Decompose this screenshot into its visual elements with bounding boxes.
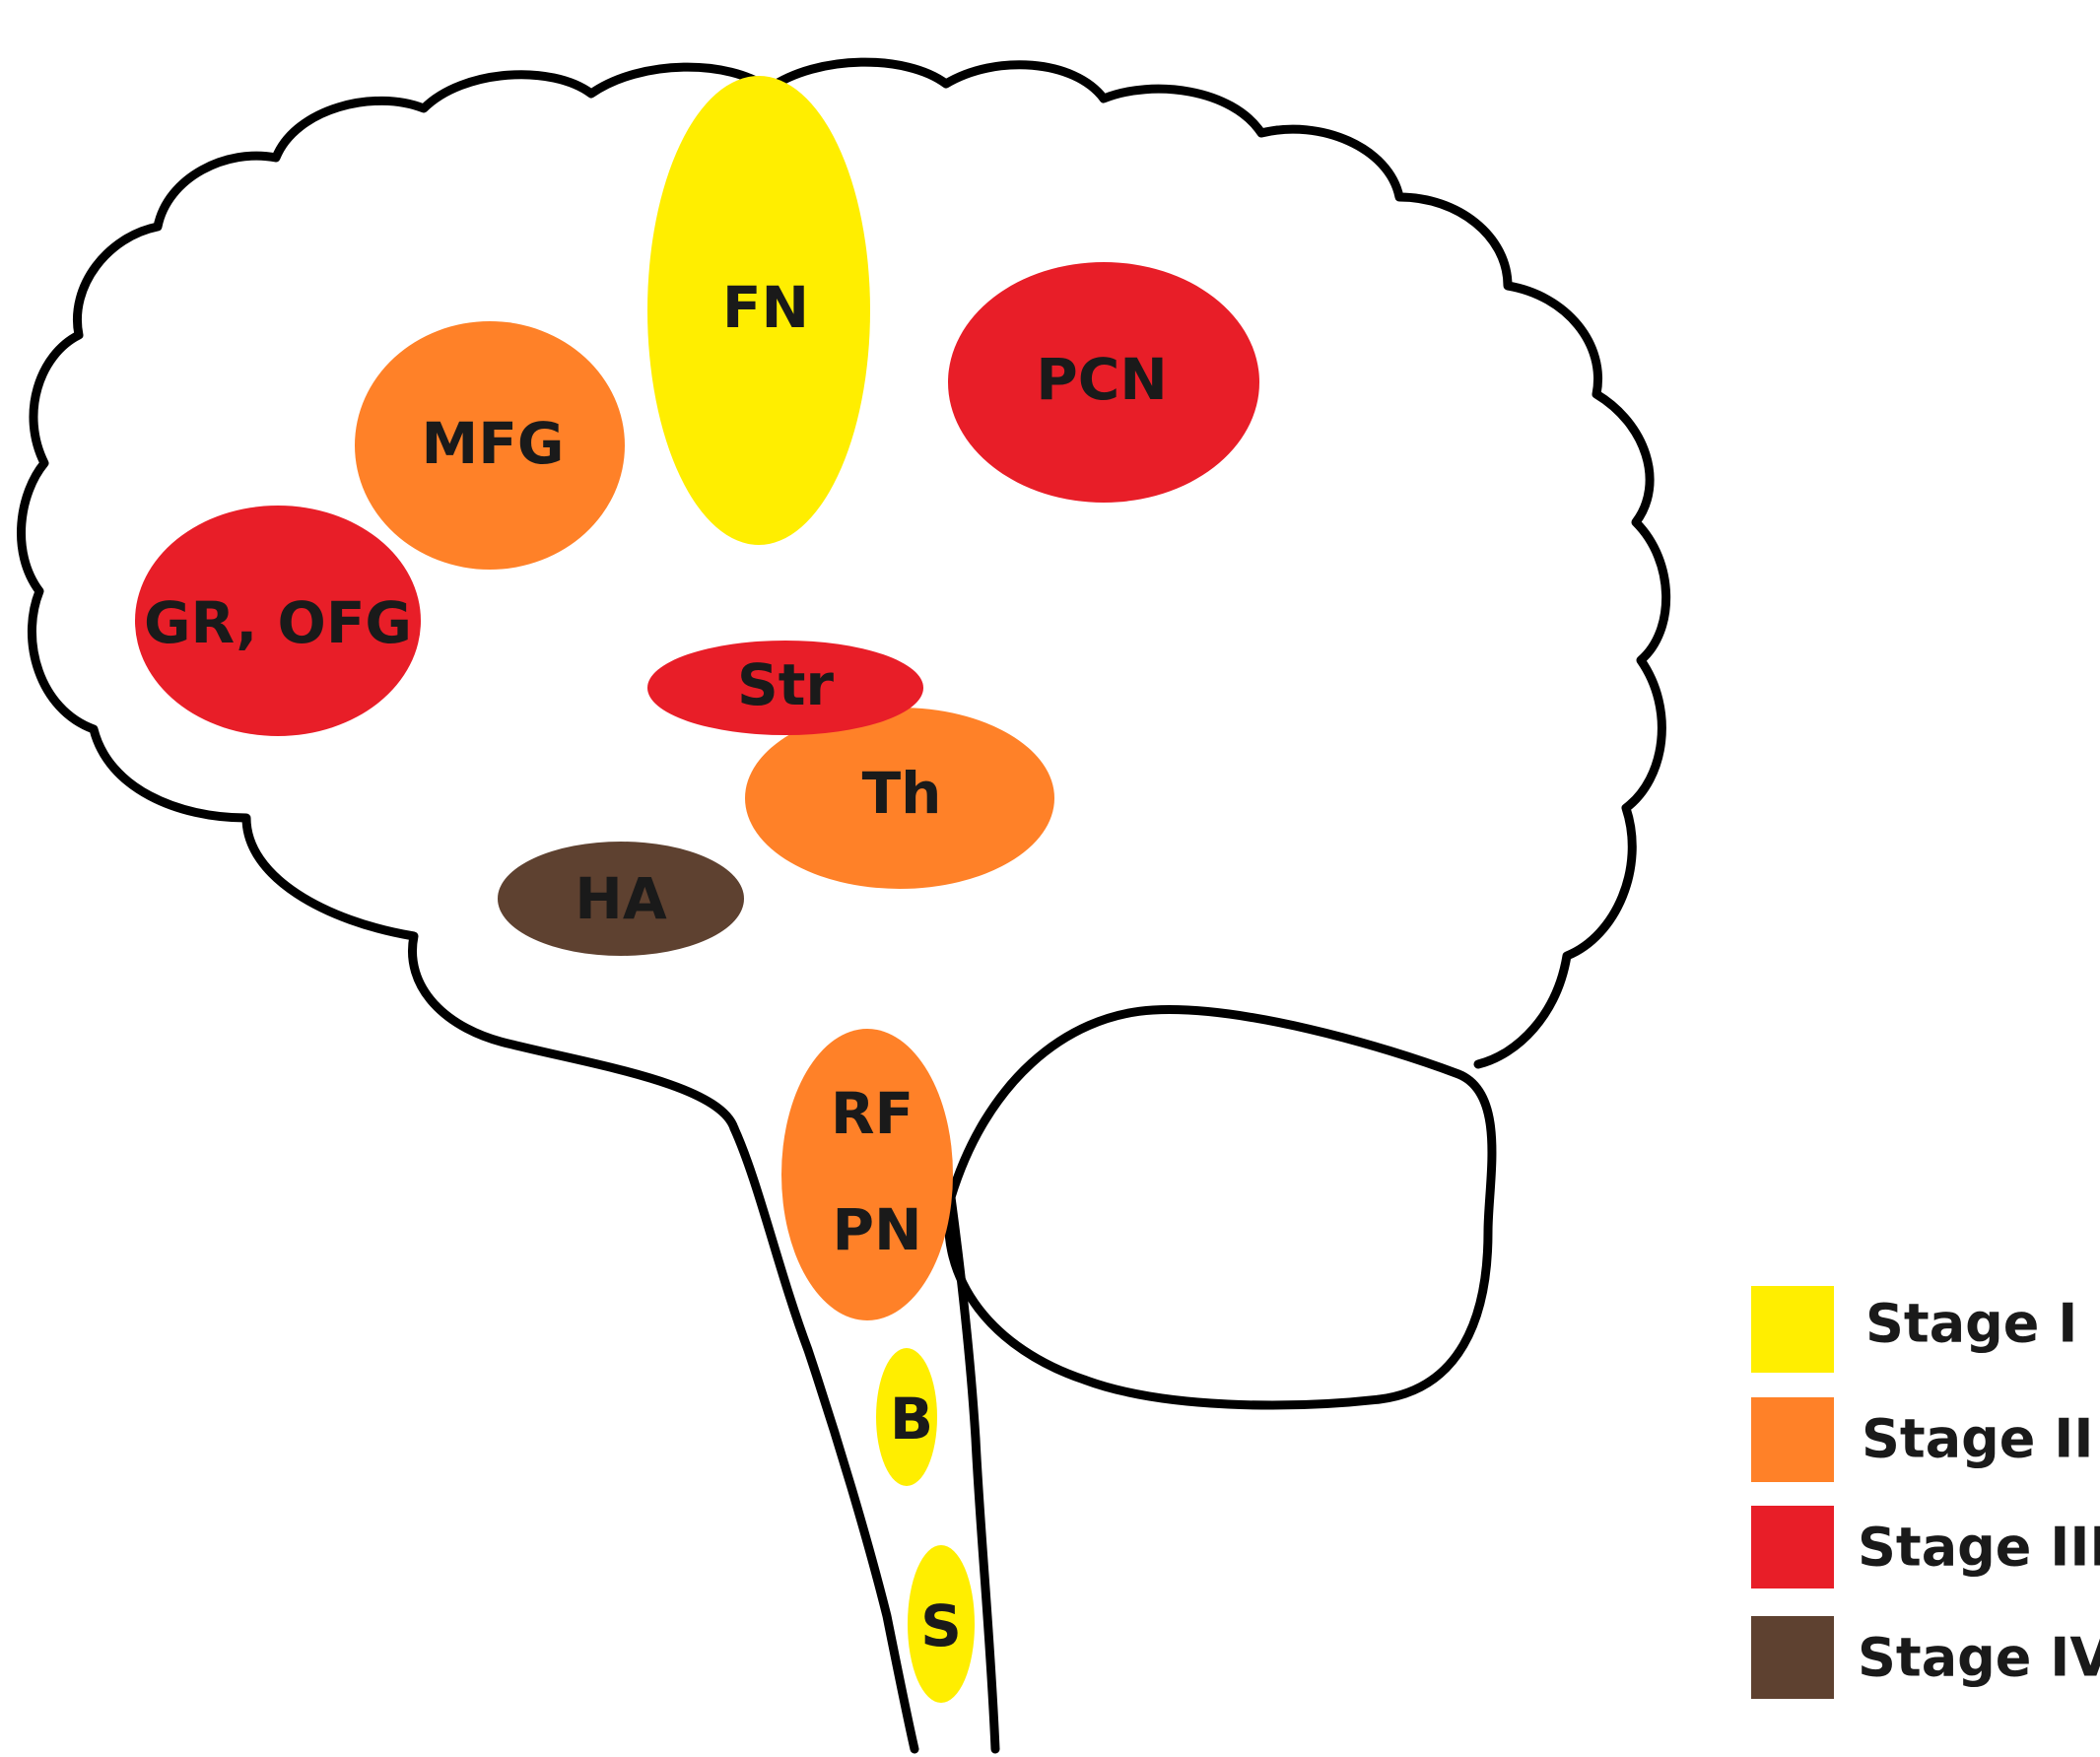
legend-item-stage3: Stage III [1751, 1506, 2100, 1588]
region-rf-pn-shape [781, 1029, 953, 1320]
region-ha: HA [498, 842, 744, 956]
legend-item-stage1: Stage I [1751, 1286, 2077, 1373]
region-pcn-label: PCN [1036, 346, 1168, 413]
region-s-shape [908, 1545, 975, 1703]
region-rf-pn: RF PN [781, 1029, 953, 1320]
cerebellum-outline [944, 1005, 1497, 1410]
region-pcn: PCN [948, 262, 1259, 503]
legend-label-stage1: Stage I [1865, 1293, 2077, 1355]
legend-swatch-stage3 [1751, 1506, 1834, 1588]
region-th: Th [745, 708, 1054, 889]
legend-item-stage4: Stage IV [1751, 1616, 2100, 1699]
region-b: B [876, 1348, 937, 1486]
legend-swatch-stage1 [1751, 1286, 1834, 1373]
region-ha-shape [498, 842, 744, 956]
region-str: Str [647, 641, 923, 735]
legend-label-stage4: Stage IV [1858, 1627, 2100, 1689]
region-str-shape [647, 641, 923, 735]
region-mfg-shape [355, 321, 625, 570]
region-fn: FN [647, 76, 870, 545]
legend-label-stage2: Stage II [1862, 1408, 2093, 1470]
region-pn-label: PN [832, 1196, 921, 1263]
legend-swatch-stage2 [1751, 1397, 1834, 1482]
region-mfg: MFG [355, 321, 625, 570]
legend-item-stage2: Stage II [1751, 1397, 2093, 1482]
brainstem-right-outline [946, 1192, 1000, 1754]
region-fn-label: FN [722, 274, 809, 341]
legend-label-stage3: Stage III [1858, 1517, 2100, 1579]
region-s: S [908, 1545, 975, 1703]
legend: Stage I Stage II Stage III Stage IV [1751, 1286, 2100, 1699]
region-pcn-shape [948, 262, 1259, 503]
region-ha-label: HA [575, 865, 667, 932]
region-gr-ofg-label: GR, OFG [144, 589, 412, 656]
region-fn-shape [647, 76, 870, 545]
region-rf-label: RF [831, 1080, 914, 1147]
region-b-shape [876, 1348, 937, 1486]
region-str-label: Str [737, 651, 834, 718]
legend-swatch-stage4 [1751, 1616, 1834, 1699]
brainstem-left-outline [729, 1123, 919, 1754]
region-th-shape [745, 708, 1054, 889]
region-gr-ofg-shape [135, 506, 421, 736]
region-mfg-label: MFG [422, 410, 565, 477]
brain-outline [17, 57, 1671, 1133]
region-s-label: S [920, 1592, 962, 1659]
region-th-label: Th [862, 760, 942, 827]
region-gr-ofg: GR, OFG [135, 506, 421, 736]
region-b-label: B [890, 1385, 933, 1453]
